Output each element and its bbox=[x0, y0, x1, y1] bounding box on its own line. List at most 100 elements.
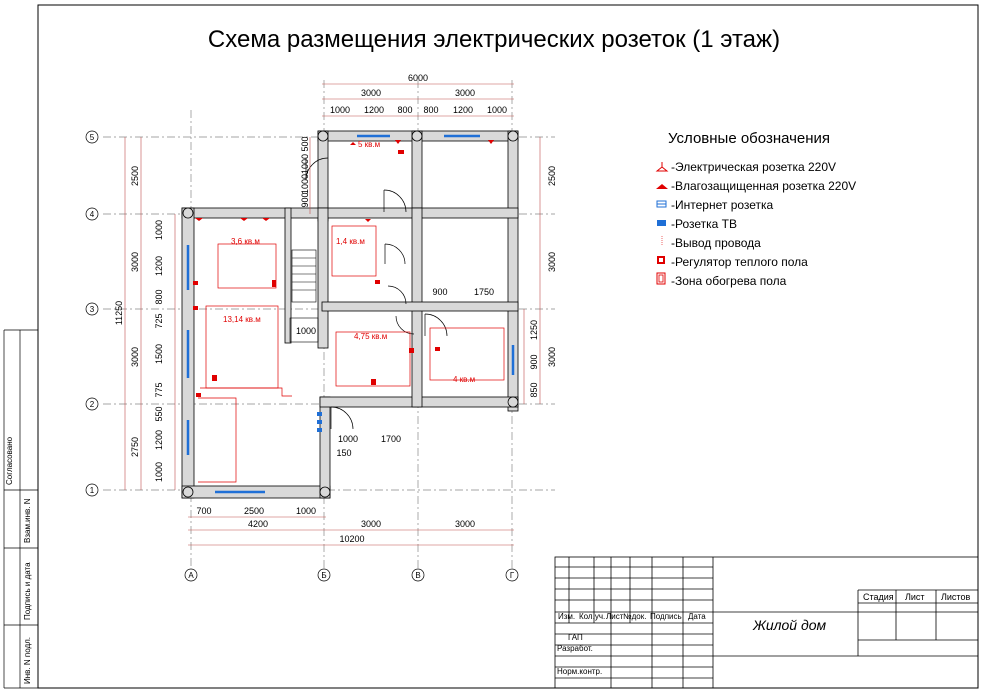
svg-text:1000: 1000 bbox=[330, 105, 350, 115]
svg-text:3000: 3000 bbox=[361, 88, 381, 98]
tv-internet-sockets bbox=[317, 412, 322, 432]
svg-text:150: 150 bbox=[336, 448, 351, 458]
room-label: 4 кв.м bbox=[453, 375, 475, 384]
svg-text:1000: 1000 bbox=[300, 174, 310, 194]
svg-text:Б: Б bbox=[321, 571, 326, 580]
page-title: Схема размещения электрических розеток (… bbox=[208, 26, 780, 53]
svg-text:Лист: Лист bbox=[905, 592, 925, 602]
svg-text:Лист: Лист bbox=[606, 612, 624, 621]
svg-text:1700: 1700 bbox=[381, 434, 401, 444]
title-block-text: Изм. Кол.уч. Лист №док. Подпись Дата ГАП… bbox=[557, 592, 970, 676]
legend-labels: -Электрическая розетка 220V -Влагозащище… bbox=[671, 160, 856, 288]
svg-text:900: 900 bbox=[300, 192, 310, 207]
svg-text:Подпись: Подпись bbox=[650, 612, 682, 621]
vertical-dimension-values: 2500 3000 3000 2750 11250 1000 1200 800 … bbox=[114, 136, 557, 482]
svg-text:800: 800 bbox=[423, 105, 438, 115]
svg-text:1000: 1000 bbox=[296, 506, 316, 516]
svg-text:1750: 1750 bbox=[474, 287, 494, 297]
svg-text:1000: 1000 bbox=[154, 462, 164, 482]
svg-text:Подпись и дата: Подпись и дата bbox=[23, 562, 32, 620]
svg-text:1000: 1000 bbox=[487, 105, 507, 115]
power-sockets bbox=[193, 140, 494, 397]
dimension-values: 6000 3000 3000 1000 1200 800 800 1200 10… bbox=[196, 73, 507, 544]
svg-text:700: 700 bbox=[196, 506, 211, 516]
svg-text:1200: 1200 bbox=[364, 105, 384, 115]
svg-text:№док.: №док. bbox=[623, 612, 646, 621]
project-name: Жилой дом bbox=[752, 617, 827, 633]
svg-text:3000: 3000 bbox=[130, 252, 140, 272]
svg-text:1000: 1000 bbox=[154, 220, 164, 240]
stairs bbox=[289, 249, 319, 343]
socket-icon bbox=[655, 162, 669, 172]
svg-text:900: 900 bbox=[432, 287, 447, 297]
svg-text:850: 850 bbox=[529, 382, 539, 397]
side-stamp bbox=[3, 329, 38, 689]
svg-text:В: В bbox=[415, 571, 420, 580]
room-label: 3,6 кв.м bbox=[231, 237, 260, 246]
svg-text:2: 2 bbox=[90, 400, 95, 409]
doors bbox=[305, 157, 448, 430]
svg-text:900: 900 bbox=[529, 354, 539, 369]
title-block bbox=[554, 556, 979, 689]
legend-item: -Электрическая розетка 220V bbox=[671, 160, 836, 174]
svg-text:Стадия: Стадия bbox=[863, 592, 894, 602]
svg-text:А: А bbox=[188, 571, 194, 580]
room-label: 1,4 кв.м bbox=[336, 237, 365, 246]
svg-text:1000: 1000 bbox=[338, 434, 358, 444]
legend-item: -Влагозащищенная розетка 220V bbox=[671, 179, 856, 193]
svg-text:800: 800 bbox=[154, 289, 164, 304]
floor-heating-regulator-icon bbox=[657, 256, 665, 264]
legend-icons bbox=[655, 162, 669, 285]
svg-text:1250: 1250 bbox=[529, 320, 539, 340]
svg-text:1000: 1000 bbox=[300, 154, 310, 174]
svg-text:1200: 1200 bbox=[154, 256, 164, 276]
svg-text:725: 725 bbox=[154, 313, 164, 328]
interior-dimension-values: 900 1750 1000 1700 150 1000 bbox=[296, 287, 494, 458]
svg-text:3000: 3000 bbox=[455, 88, 475, 98]
svg-text:3000: 3000 bbox=[547, 347, 557, 367]
floor-heating-zone-icon bbox=[656, 272, 666, 285]
waterproof-socket-icon bbox=[656, 184, 668, 189]
room-label: 4,75 кв.м bbox=[354, 332, 387, 341]
svg-text:3000: 3000 bbox=[361, 519, 381, 529]
svg-text:2500: 2500 bbox=[244, 506, 264, 516]
svg-text:11250: 11250 bbox=[114, 301, 124, 325]
svg-text:500: 500 bbox=[300, 136, 310, 151]
svg-text:1: 1 bbox=[90, 486, 95, 495]
svg-text:2500: 2500 bbox=[547, 166, 557, 186]
legend-item: -Вывод провода bbox=[671, 236, 761, 250]
room-labels: 5 кв.м 3,6 кв.м 1,4 кв.м 13,14 кв.м 4,75… bbox=[223, 140, 475, 384]
svg-text:800: 800 bbox=[397, 105, 412, 115]
svg-text:Листов: Листов bbox=[941, 592, 970, 602]
svg-text:3000: 3000 bbox=[130, 347, 140, 367]
svg-text:6000: 6000 bbox=[408, 73, 428, 83]
sheet-frame bbox=[37, 4, 979, 689]
svg-text:Норм.контр.: Норм.контр. bbox=[557, 667, 602, 676]
windows bbox=[186, 134, 515, 494]
svg-text:Г: Г bbox=[510, 571, 515, 580]
room-label: 13,14 кв.м bbox=[223, 315, 261, 324]
svg-text:Дата: Дата bbox=[688, 612, 706, 621]
dimension-lines bbox=[124, 83, 541, 546]
legend-title: Условные обозначения bbox=[668, 130, 830, 147]
svg-text:2750: 2750 bbox=[130, 437, 140, 457]
svg-text:3: 3 bbox=[90, 305, 95, 314]
svg-text:Взам.инв. N: Взам.инв. N bbox=[23, 498, 32, 543]
svg-text:Инв. N подл.: Инв. N подл. bbox=[23, 637, 32, 684]
svg-text:550: 550 bbox=[154, 406, 164, 421]
svg-text:1000: 1000 bbox=[296, 326, 316, 336]
svg-text:2500: 2500 bbox=[130, 166, 140, 186]
svg-text:Изм.: Изм. bbox=[558, 612, 575, 621]
legend-item: -Интернет розетка bbox=[671, 198, 774, 212]
svg-text:Разработ.: Разработ. bbox=[557, 644, 593, 653]
svg-text:ГАП: ГАП bbox=[568, 633, 583, 642]
svg-text:1200: 1200 bbox=[453, 105, 473, 115]
column-axis-labels: А Б В Г bbox=[184, 568, 519, 582]
tv-socket-icon bbox=[657, 220, 666, 226]
svg-text:5: 5 bbox=[90, 133, 95, 142]
legend-item: -Розетка ТВ bbox=[671, 217, 737, 231]
side-stamp-labels: Согласовано Взам.инв. N Подпись и дата И… bbox=[5, 436, 32, 684]
svg-text:4200: 4200 bbox=[248, 519, 268, 529]
svg-text:775: 775 bbox=[154, 382, 164, 397]
